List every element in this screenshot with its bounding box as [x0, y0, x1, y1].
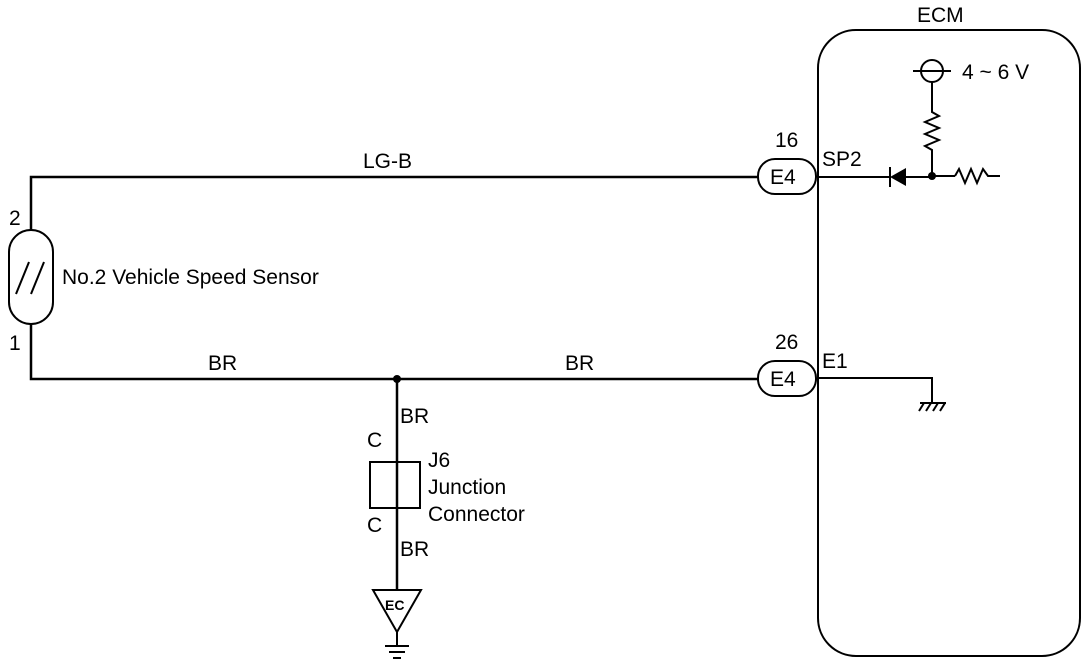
junction-label-line2: Connector — [428, 503, 525, 526]
connector-e4-16-id: E4 — [770, 166, 796, 189]
ground-wire — [29, 324, 758, 381]
ground-wire-left-label: BR — [208, 352, 237, 375]
ground-wire-right-label: BR — [565, 352, 594, 375]
connector-e4-26 — [757, 360, 817, 397]
speed-sensor-body — [8, 229, 54, 325]
connector-e4-16 — [757, 158, 817, 195]
sensor-name: No.2 Vehicle Speed Sensor — [62, 266, 319, 289]
sensor-pin-1: 1 — [9, 332, 21, 355]
signal-wire — [29, 175, 758, 230]
e1-internal-wire — [818, 377, 933, 403]
junction-connector-j6 — [369, 461, 421, 509]
ground-point-label: EC — [385, 597, 404, 613]
sensor-pin-2: 2 — [9, 207, 21, 230]
junction-pin-top: C — [367, 429, 382, 452]
junction-id: J6 — [428, 449, 450, 472]
switch-contact-icon — [15, 261, 30, 295]
diode-icon — [890, 168, 906, 186]
ecm-box — [817, 29, 1081, 657]
terminal-e1: E1 — [822, 350, 848, 373]
junction-pin-bottom: C — [367, 514, 382, 537]
connector-e4-16-pin: 16 — [775, 129, 798, 152]
supply-voltage-label: 4 ~ 6 V — [962, 61, 1029, 84]
signal-wire-label: LG-B — [363, 150, 412, 173]
ground-point-ec-icon — [371, 589, 423, 635]
connector-e4-26-pin: 26 — [775, 331, 798, 354]
junction-label-line1: Junction — [428, 476, 506, 499]
series-resistor-icon — [954, 166, 1000, 186]
terminal-sp2: SP2 — [822, 148, 862, 171]
branch-wire-top-label: BR — [400, 405, 429, 428]
pullup-resistor-icon — [922, 98, 942, 176]
connector-e4-26-id: E4 — [770, 368, 796, 391]
branch-wire-bottom-label: BR — [400, 538, 429, 561]
ecm-title: ECM — [917, 4, 964, 27]
